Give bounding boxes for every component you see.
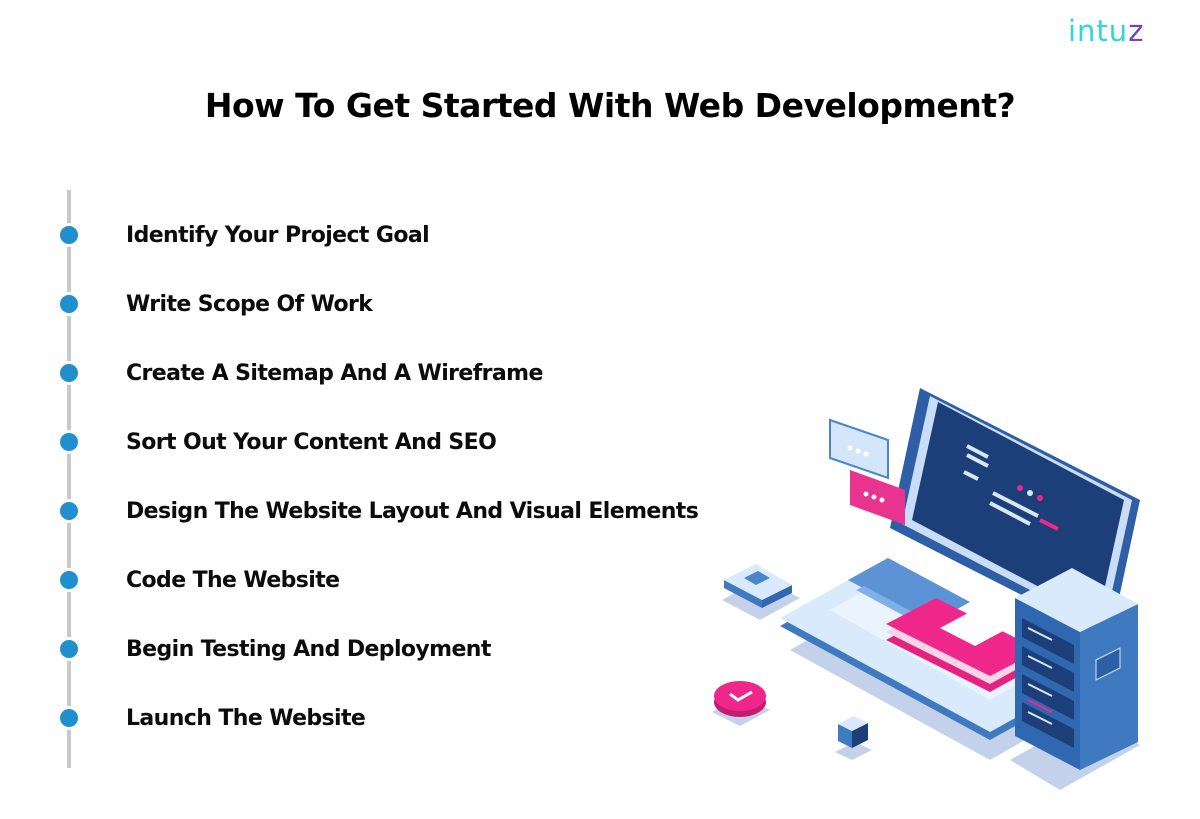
step-label: Code The Website — [126, 567, 340, 593]
cube-icon — [838, 716, 868, 748]
timeline-dot-icon — [60, 226, 78, 244]
timeline-step-3: Create A Sitemap And A Wireframe — [60, 360, 543, 386]
timeline-step-2: Write Scope Of Work — [60, 291, 373, 317]
step-label: Identify Your Project Goal — [126, 222, 430, 248]
timeline-dot-icon — [60, 364, 78, 382]
logo-accent-letter: z — [1128, 14, 1145, 48]
book-stack-icon — [886, 598, 1040, 692]
server-tower-icon — [1015, 568, 1138, 770]
timeline-step-1: Identify Your Project Goal — [60, 222, 430, 248]
timeline-dot-icon — [60, 709, 78, 727]
laptop-server-illustration — [712, 388, 1140, 790]
check-badge-icon — [714, 681, 766, 717]
timeline-step-7: Begin Testing And Deployment — [60, 636, 491, 662]
timeline-dot-icon — [60, 571, 78, 589]
timeline-dot-icon — [60, 295, 78, 313]
step-label: Begin Testing And Deployment — [126, 636, 491, 662]
step-label: Create A Sitemap And A Wireframe — [126, 360, 543, 386]
step-label: Sort Out Your Content And SEO — [126, 429, 497, 455]
step-label: Design The Website Layout And Visual Ele… — [126, 498, 699, 524]
router-icon — [724, 564, 792, 608]
chat-bubble-icon — [829, 418, 905, 525]
step-label: Write Scope Of Work — [126, 291, 373, 317]
timeline-dot-icon — [60, 433, 78, 451]
intuz-logo: intuz — [1068, 14, 1144, 48]
page-title: How To Get Started With Web Development? — [204, 86, 1016, 125]
timeline-step-4: Sort Out Your Content And SEO — [60, 429, 497, 455]
timeline-step-6: Code The Website — [60, 567, 340, 593]
timeline-dot-icon — [60, 640, 78, 658]
timeline-step-5: Design The Website Layout And Visual Ele… — [60, 498, 699, 524]
logo-text: intu — [1068, 14, 1129, 48]
timeline-dot-icon — [60, 502, 78, 520]
step-label: Launch The Website — [126, 705, 366, 731]
timeline-step-8: Launch The Website — [60, 705, 366, 731]
timeline-line — [67, 190, 71, 768]
